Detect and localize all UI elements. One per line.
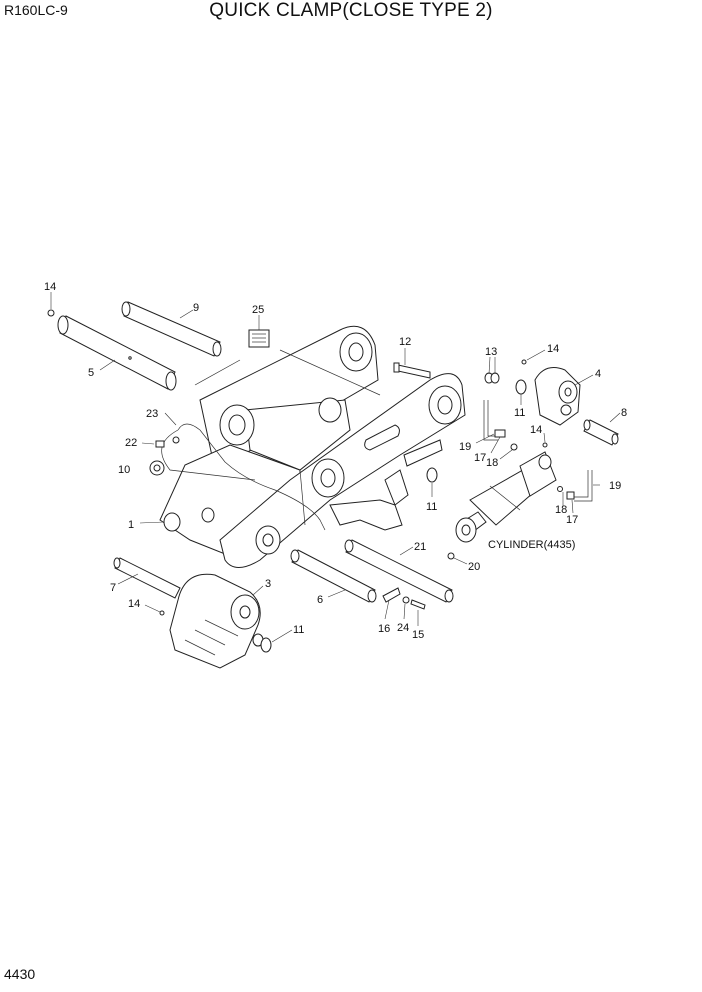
callout-15: 15 <box>412 629 424 641</box>
callout-10: 10 <box>118 464 130 476</box>
callout-14: 14 <box>547 343 559 355</box>
lock-block-part-4 <box>534 367 581 426</box>
callout-24: 24 <box>397 622 409 634</box>
callout-8: 8 <box>621 407 627 419</box>
callout-21: 21 <box>414 541 426 553</box>
callout-18: 18 <box>555 504 567 516</box>
callout-9: 9 <box>193 302 199 314</box>
callout-7: 7 <box>110 582 116 594</box>
pin-part-6 <box>290 549 377 603</box>
callout-14: 14 <box>44 281 56 293</box>
pin-part-5 <box>57 315 177 391</box>
page-number: 4430 <box>4 966 36 982</box>
callout-22: 22 <box>125 437 137 449</box>
hydraulic-cylinder <box>455 451 557 543</box>
callout-5: 5 <box>88 367 94 379</box>
pin-part-8 <box>583 419 619 446</box>
callout-16: 16 <box>378 623 390 635</box>
model-code: R160LC-9 <box>4 2 68 18</box>
callout-3: 3 <box>265 578 271 590</box>
callout-14: 14 <box>530 424 542 436</box>
cylinder-reference-label: CYLINDER(4435) <box>488 539 575 551</box>
callout-12: 12 <box>399 336 411 348</box>
pin-part-21 <box>344 539 454 603</box>
callout-13: 13 <box>485 346 497 358</box>
callout-17: 17 <box>474 452 486 464</box>
decal-part-25 <box>248 329 270 348</box>
lanyard-wire <box>177 423 326 531</box>
main-frame-part <box>159 325 466 568</box>
callout-18: 18 <box>486 457 498 469</box>
pin-part-9 <box>121 301 222 357</box>
callout-11: 11 <box>426 501 437 513</box>
callout-6: 6 <box>317 594 323 606</box>
callout-17: 17 <box>566 514 578 526</box>
callout-11: 11 <box>293 624 304 636</box>
callout-20: 20 <box>468 561 480 573</box>
callout-19: 19 <box>609 480 621 492</box>
callout-19: 19 <box>459 441 471 453</box>
leader-lines <box>50 292 621 643</box>
page-title: QUICK CLAMP(CLOSE TYPE 2) <box>209 0 493 21</box>
callout-1: 1 <box>128 519 134 531</box>
callout-23: 23 <box>146 408 158 420</box>
callout-11: 11 <box>514 407 525 419</box>
callout-14: 14 <box>128 598 140 610</box>
small-hardware <box>47 309 575 653</box>
callout-4: 4 <box>595 368 601 380</box>
callout-25: 25 <box>252 304 264 316</box>
clamp-jaw-part-3 <box>169 573 264 669</box>
pin-part-7 <box>113 557 181 599</box>
